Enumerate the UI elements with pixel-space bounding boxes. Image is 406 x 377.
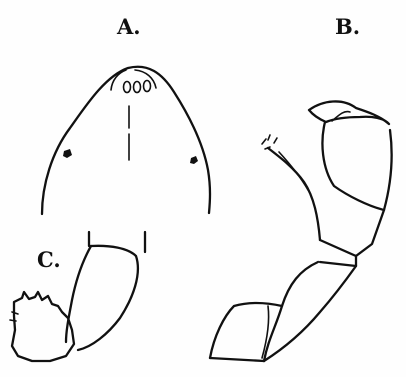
panel-c-top-stub xyxy=(89,232,145,252)
panel-b-proximal-segment xyxy=(264,262,318,361)
panel-b-base-line xyxy=(210,358,264,361)
panel-b-outer-edge xyxy=(264,266,356,361)
panel-b-tip-appendage xyxy=(309,101,389,124)
panel-b-middle-segment xyxy=(320,210,384,256)
panel-a-drawing xyxy=(42,67,210,214)
panel-a-eye-mid xyxy=(134,82,141,93)
panel-a-eye-right xyxy=(144,81,151,92)
panel-b-drawing xyxy=(210,101,392,361)
panel-a-eye-left xyxy=(124,82,131,93)
panel-b-claw xyxy=(332,112,350,121)
panel-c-main-segment xyxy=(78,246,138,350)
panel-b-base-segment xyxy=(210,303,282,358)
panel-b-bristle-tip xyxy=(262,135,277,149)
panel-b-distal-segment xyxy=(322,122,391,210)
panel-a-spot-left xyxy=(63,149,72,158)
panel-a-spot-right xyxy=(190,156,198,164)
panel-c-toothed-lobe xyxy=(12,292,74,361)
panel-a-eye-arc-right xyxy=(135,70,156,88)
panel-b-joint-lower xyxy=(320,256,356,266)
panel-a-head-outline xyxy=(42,67,210,214)
panel-c-drawing xyxy=(10,232,145,361)
panel-b-bristle-stalk xyxy=(268,148,320,240)
panel-c-left-edge xyxy=(66,246,91,342)
